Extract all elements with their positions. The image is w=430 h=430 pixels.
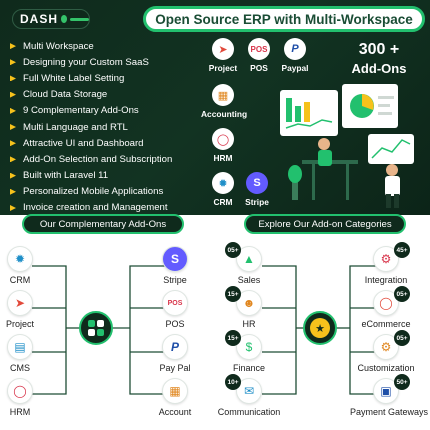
feature-item: Add-On Selection and Subscription xyxy=(10,151,192,167)
bullet-arrow-icon xyxy=(10,204,16,211)
feature-item: 9 Complementary Add-Ons xyxy=(10,103,192,119)
count-badge: 10+ xyxy=(225,374,241,390)
feature-item: Personalized Mobile Applications xyxy=(10,184,192,200)
bullet-arrow-icon xyxy=(10,172,16,179)
node-paypal[interactable]: P Pay Pal xyxy=(139,334,211,373)
page-title: Open Source ERP with Multi-Workspace xyxy=(155,11,413,27)
bullet-arrow-icon xyxy=(10,43,16,50)
addons-hub-logo-icon xyxy=(79,311,113,345)
bullet-arrow-icon xyxy=(10,91,16,98)
node-ecommerce[interactable]: ◯ 05+ eCommerce xyxy=(350,286,422,329)
stripe-icon: S xyxy=(246,172,268,194)
logo-bar-icon xyxy=(70,17,89,21)
node-sales[interactable]: ▲ 05+ Sales xyxy=(213,242,285,285)
ecommerce-icon: ◯ 05+ xyxy=(373,286,410,316)
hero-banner: DASH Open Source ERP with Multi-Workspac… xyxy=(0,0,430,215)
dashboard-illustration xyxy=(280,84,414,208)
addon-diagrams: ★ ✹ CRM ➤ Project ▤ CMS ◯ HRM S Stripe P… xyxy=(0,236,430,430)
hrm-icon: ◯ xyxy=(212,128,234,150)
bullet-arrow-icon xyxy=(10,59,16,66)
cms-icon: ▤ xyxy=(7,334,33,360)
count-badge: 15+ xyxy=(225,330,241,346)
addon-stripe[interactable]: S Stripe xyxy=(235,172,279,207)
header-title-pill: Open Source ERP with Multi-Workspace xyxy=(143,6,425,32)
pos-icon: POS xyxy=(248,38,270,60)
bullet-arrow-icon xyxy=(10,75,16,82)
logo-dot-icon xyxy=(61,15,68,23)
addon-count-number: 300 + xyxy=(358,41,400,58)
section-addon-categories: Explore Our Add-on Categories xyxy=(244,214,406,234)
paypal-icon: P xyxy=(162,334,188,360)
rocket-icon: ➤ xyxy=(7,290,33,316)
customization-icon: ⚙ 05+ xyxy=(373,330,410,360)
node-finance[interactable]: $ 15+ Finance xyxy=(213,330,285,373)
node-integration[interactable]: ⚙ 45+ Integration xyxy=(350,242,422,285)
hr-icon: ☻ 15+ xyxy=(225,286,262,316)
node-project[interactable]: ➤ Project xyxy=(0,290,56,329)
finance-icon: $ 15+ xyxy=(225,330,262,360)
rocket-icon: ➤ xyxy=(212,38,234,60)
bullet-arrow-icon xyxy=(10,107,16,114)
sales-icon: ▲ 05+ xyxy=(225,242,262,272)
count-badge: 05+ xyxy=(394,286,410,302)
feature-item: Attractive UI and Dashboard xyxy=(10,135,192,151)
feature-item: Built with Laravel 11 xyxy=(10,168,192,184)
node-communication[interactable]: ✉ 10+ Communication xyxy=(213,374,285,417)
gold-coin-icon: ★ xyxy=(310,318,330,338)
bullet-arrow-icon xyxy=(10,140,16,147)
node-hrm[interactable]: ◯ HRM xyxy=(0,378,56,417)
accounting-icon: ▦ xyxy=(212,84,234,106)
categories-hub-icon: ★ xyxy=(303,311,337,345)
node-customization[interactable]: ⚙ 05+ Customization xyxy=(350,330,422,373)
count-badge: 15+ xyxy=(225,286,241,302)
bullet-arrow-icon xyxy=(10,188,16,195)
logo-text: DASH xyxy=(20,12,59,26)
integration-icon: ⚙ 45+ xyxy=(373,242,410,272)
stripe-icon: S xyxy=(162,246,188,272)
addon-project[interactable]: ➤ Project xyxy=(201,38,245,73)
feature-item: Invoice creation and Management xyxy=(10,200,192,215)
hub-blocks-icon xyxy=(88,320,104,336)
communication-icon: ✉ 10+ xyxy=(225,374,262,404)
pos-icon: POS xyxy=(162,290,188,316)
crm-icon: ✹ xyxy=(212,172,234,194)
feature-item: Designing your Custom SaaS xyxy=(10,54,192,70)
node-stripe[interactable]: S Stripe xyxy=(139,246,211,285)
bullet-arrow-icon xyxy=(10,156,16,163)
addon-pos[interactable]: POS POS xyxy=(237,38,281,73)
addon-accounting[interactable]: ▦ Accounting xyxy=(201,84,247,119)
node-crm[interactable]: ✹ CRM xyxy=(0,246,56,285)
addon-crm[interactable]: ✹ CRM xyxy=(201,172,245,207)
hrm-icon: ◯ xyxy=(7,378,33,404)
payment-gateways-icon: ▣ 50+ xyxy=(373,374,410,404)
addon-count: 300 + Add-Ons xyxy=(336,41,422,76)
count-badge: 05+ xyxy=(394,330,410,346)
feature-item: Multi Workspace xyxy=(10,38,192,54)
bullet-arrow-icon xyxy=(10,124,16,131)
node-cms[interactable]: ▤ CMS xyxy=(0,334,56,373)
feature-item: Cloud Data Storage xyxy=(10,87,192,103)
addon-hrm[interactable]: ◯ HRM xyxy=(201,128,245,163)
feature-item: Multi Language and RTL xyxy=(10,119,192,135)
node-payment-gateways[interactable]: ▣ 50+ Payment Gateways xyxy=(350,374,428,417)
count-badge: 05+ xyxy=(225,242,241,258)
count-badge: 50+ xyxy=(394,374,410,390)
feature-item: Full White Label Setting xyxy=(10,70,192,86)
paypal-icon: P xyxy=(284,38,306,60)
count-badge: 45+ xyxy=(394,242,410,258)
addon-count-text: Add-Ons xyxy=(351,61,407,76)
feature-list: Multi Workspace Designing your Custom Sa… xyxy=(10,38,192,215)
node-hr[interactable]: ☻ 15+ HR xyxy=(213,286,285,329)
node-pos[interactable]: POS POS xyxy=(139,290,211,329)
node-account[interactable]: ▦ Account xyxy=(139,378,211,417)
section-complementary-addons: Our Complementary Add-Ons xyxy=(22,214,184,234)
brand-logo: DASH xyxy=(12,9,90,29)
accounting-icon: ▦ xyxy=(162,378,188,404)
addon-paypal[interactable]: P Paypal xyxy=(273,38,317,73)
crm-icon: ✹ xyxy=(7,246,33,272)
